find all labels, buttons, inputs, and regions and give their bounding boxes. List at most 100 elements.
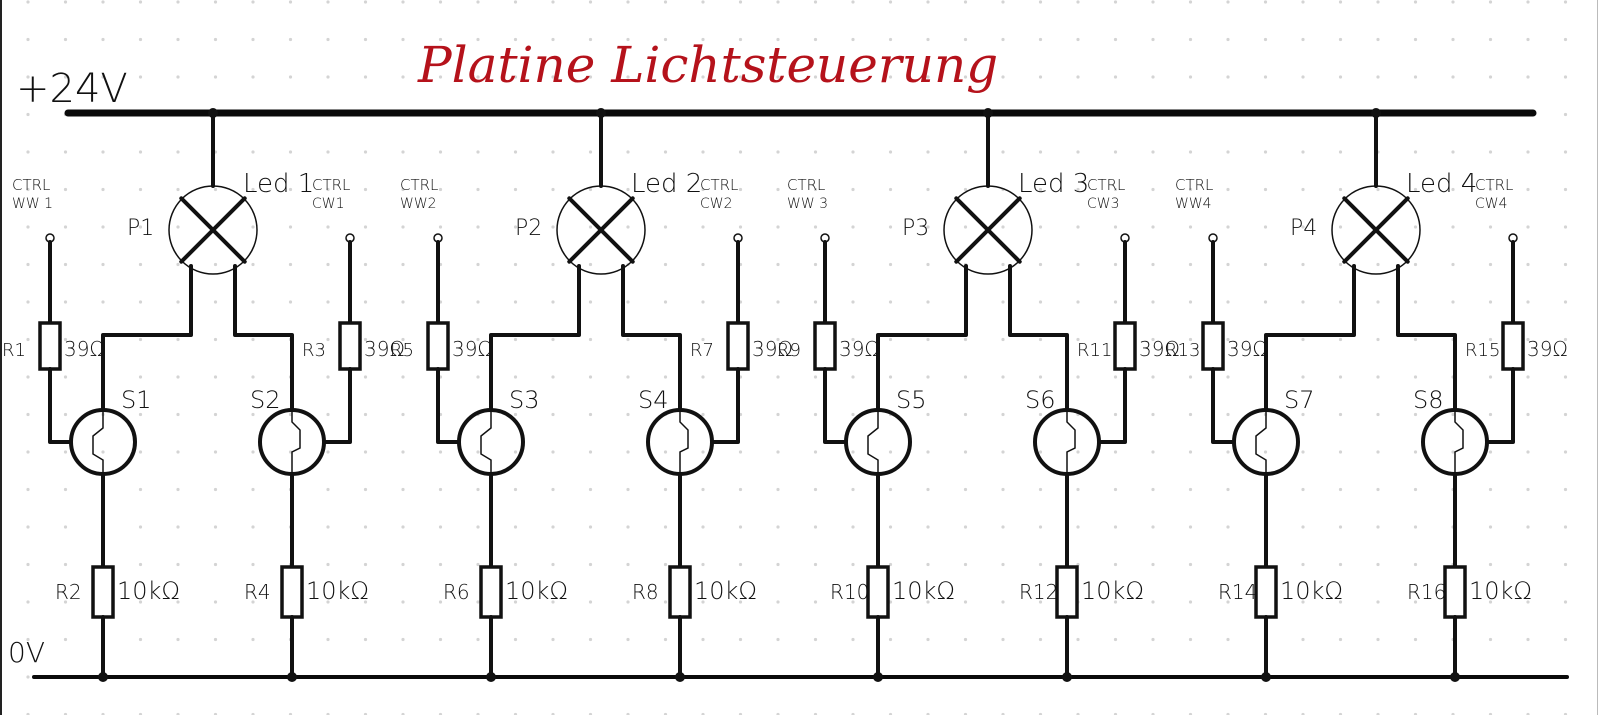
grid-dot [326,375,330,379]
grid-dot [1451,150,1455,154]
base-wire [710,367,740,444]
grid-dot [1188,225,1193,229]
grid-dot [63,450,68,454]
grid-dot [776,75,780,79]
grid-dot [1451,712,1455,715]
grid-dot [738,487,743,492]
grid-dot [888,300,893,304]
grid-dot [476,262,480,267]
grid-dot [438,225,443,229]
base-wire [1097,367,1127,444]
grid-dot [438,487,443,492]
grid-dot [1113,637,1118,642]
grid-dot [663,37,668,42]
grid-dot [926,375,930,379]
grid-dot [476,600,480,604]
pulldown-resistor-ref: R8 [632,580,659,604]
grid-dot [326,150,330,154]
grid-dot [1563,712,1568,715]
transistor-label: S1 [121,386,152,414]
grid-dot [1488,712,1493,715]
grid-dot [626,225,630,229]
grid-dot [326,300,330,304]
lamp-reference: P3 [902,216,929,241]
grid-dot [738,525,743,529]
grid-dot [701,487,705,492]
supply-junction [1371,108,1381,118]
grid-dot [963,337,968,342]
base-wire [48,367,73,444]
grid-dot [63,600,68,604]
grid-dot [551,187,555,192]
grid-dot [438,600,443,604]
grid-dot [1301,525,1305,529]
grid-dot [626,712,630,715]
grid-dot [626,525,630,529]
base-wire [322,367,352,444]
grid-dot [1563,300,1568,304]
grid-dot [476,375,480,379]
grid-dot [176,300,180,304]
grid-dot [138,562,143,567]
grid-dot [926,37,930,42]
ground-junction [287,672,297,682]
grid-dot [63,375,68,379]
collector-wire [876,264,968,412]
grid-dot [1226,637,1230,642]
grid-dot [1038,75,1043,79]
grid-dot [1413,600,1418,604]
grid-dot [476,337,480,342]
grid-dot [1526,412,1530,417]
grid-dot [1113,300,1118,304]
grid-dot [776,600,780,604]
pulldown-resistor-ref: R12 [1019,580,1058,604]
grid-dot [1001,300,1005,304]
grid-dot [138,525,143,529]
grid-dot [588,487,593,492]
grid-dot [326,75,330,79]
grid-dot [813,562,818,567]
ctrl-label: CTRL [12,176,50,194]
series-resistor [813,321,837,371]
grid-dot [1488,150,1493,154]
grid-dot [1001,262,1005,267]
grid-dot [626,187,630,192]
ctrl-label: CW4 [1475,196,1508,212]
grid-dot [476,450,480,454]
grid-dot [1151,225,1155,229]
grid-dot [1451,0,1455,4]
grid-dot [776,637,780,642]
grid-dot [1376,525,1380,529]
grid-dot [1001,37,1005,42]
pulldown-resistor [479,565,503,619]
grid-dot [851,300,855,304]
grid-dot [1001,562,1005,567]
grid-dot [26,675,30,679]
grid-dot [363,412,368,417]
grid-dot [438,75,443,79]
grid-dot [1151,712,1155,715]
grid-dot [213,75,218,79]
grid-dot [26,37,30,42]
grid-dot [176,262,180,267]
grid-dot [1563,262,1568,267]
grid-dot [1188,300,1193,304]
series-resistor [338,321,362,371]
grid-dot [738,37,743,42]
grid-dot [513,262,518,267]
pulldown-resistor-ref: R2 [55,580,82,604]
grid-dot [63,75,68,79]
grid-dot [1263,150,1268,154]
grid-dot [326,487,330,492]
grid-dot [1526,225,1530,229]
grid-dot [288,712,293,715]
grid-dot [1413,487,1418,492]
grid-dot [738,712,743,715]
grid-dot [251,712,255,715]
grid-dot [701,75,705,79]
pulldown-resistor [1443,565,1467,619]
grid-dot [63,0,68,4]
grid-dot [26,262,30,267]
ground-junction [486,672,496,682]
